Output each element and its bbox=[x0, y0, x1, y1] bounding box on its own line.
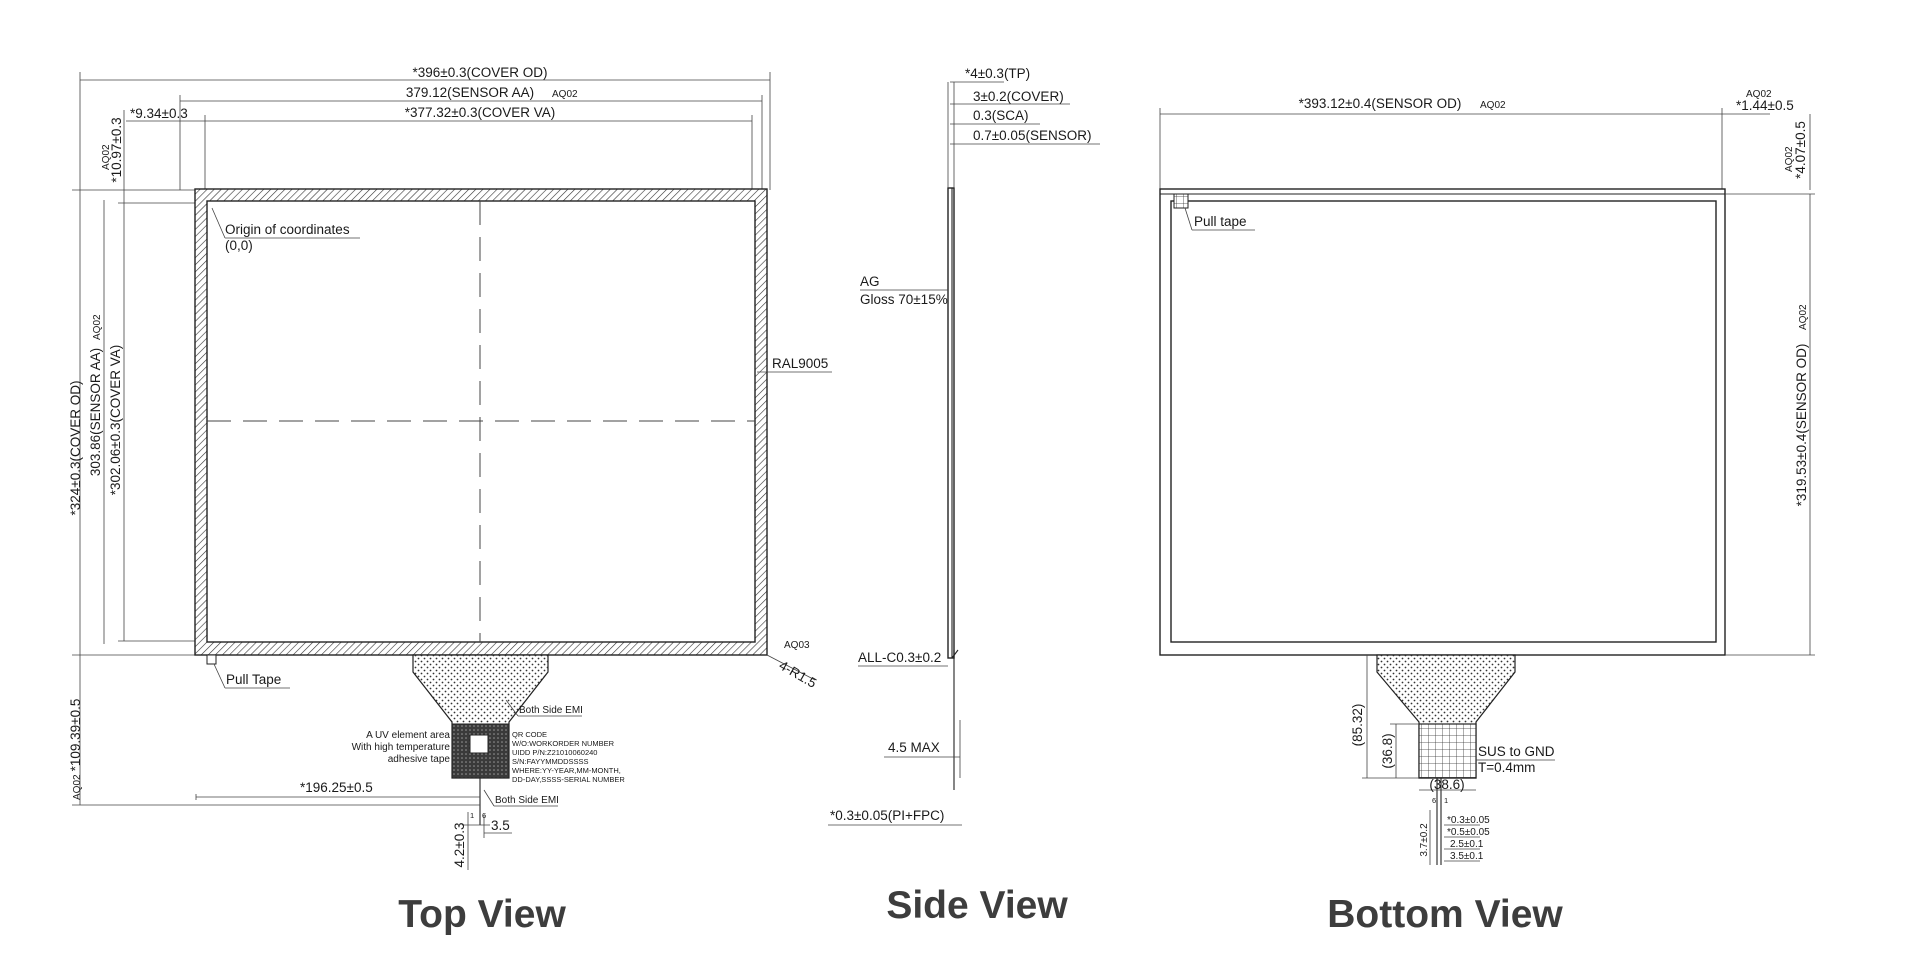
side-cover-label: 3±0.2(COVER) bbox=[973, 89, 1064, 104]
sus-stiffener bbox=[1418, 723, 1477, 779]
sensor-aa-width-label: 379.12(SENSOR AA) bbox=[406, 85, 534, 100]
sus-thickness-label: T=0.4mm bbox=[1478, 760, 1535, 775]
sensor-aa-height-label: 303.86(SENSOR AA) bbox=[88, 348, 103, 476]
side-gloss-label: Gloss 70±15% bbox=[860, 292, 948, 307]
stiffener-width-label: (38.6) bbox=[1429, 777, 1464, 792]
tail-dim-4: 3.5±0.1 bbox=[1450, 851, 1484, 862]
pull-tape-label: Pull Tape bbox=[226, 672, 281, 687]
side-panel bbox=[947, 187, 955, 659]
stiffener-height-label: (36.8) bbox=[1380, 733, 1395, 768]
bottom-pull-tape-label: Pull tape bbox=[1194, 214, 1247, 229]
bottom-sensor-area bbox=[1170, 200, 1717, 643]
top-view-title: Top View bbox=[398, 893, 566, 936]
bottom-top-offset-label: *4.07±0.5 bbox=[1793, 121, 1808, 179]
side-chamfer-label: ALL-C0.3±0.2 bbox=[858, 650, 941, 665]
qr-note-line-6: DD-DAY,SSSS-SERIAL NUMBER bbox=[512, 775, 625, 784]
bottom-edge-rev: AQ02 bbox=[1746, 89, 1772, 100]
side-view: *4±0.3(TP) 3±0.2(COVER) 0.3(SCA) 0.7±0.0… bbox=[828, 66, 1100, 927]
corner-radius-label: 4-R1.5 bbox=[777, 658, 820, 691]
cover-va-width-label: *377.32±0.3(COVER VA) bbox=[405, 105, 555, 120]
origin-value: (0,0) bbox=[225, 238, 253, 253]
side-total-label: *4±0.3(TP) bbox=[965, 66, 1030, 81]
qr-note-line-3: UIDD P/N:Z21010060240 bbox=[512, 748, 597, 757]
bottom-top-offset-rev: AQ02 bbox=[1784, 146, 1795, 172]
sus-label: SUS to GND bbox=[1478, 744, 1555, 759]
bottom-view-title: Bottom View bbox=[1327, 893, 1563, 936]
side-fpc-thickness-label: *0.3±0.05(PI+FPC) bbox=[830, 808, 944, 823]
offset-y-rev: AQ02 bbox=[101, 144, 112, 170]
uv-note-line-1: A UV element area bbox=[366, 730, 450, 741]
tail-dim-2: *0.5±0.05 bbox=[1447, 827, 1490, 838]
sensor-aa-height-rev: AQ02 bbox=[92, 314, 103, 340]
qr-note-line-5: WHERE:YY-YEAR,MM-MONTH, bbox=[512, 766, 621, 775]
fpc-tail-length-label: 4.2±0.3 bbox=[452, 823, 467, 868]
bottom-pin6-label: 6 bbox=[1432, 796, 1436, 805]
emi-upper-label: Both Side EMI bbox=[519, 705, 583, 716]
tail-length-label: 3.7±0.2 bbox=[1419, 823, 1430, 857]
sensor-od-height-label: *319.53±0.4(SENSOR OD) bbox=[1794, 344, 1809, 507]
pin1-label: 1 bbox=[470, 811, 474, 820]
side-max-height-label: 4.5 MAX bbox=[888, 740, 940, 755]
sensor-od-width-rev: AQ02 bbox=[1480, 100, 1506, 111]
bottom-view: *393.12±0.4(SENSOR OD) AQ02 AQ02 *1.44±0… bbox=[1159, 89, 1815, 936]
top-view: *396±0.3(COVER OD) 379.12(SENSOR AA) AQ0… bbox=[68, 65, 832, 936]
sensor-aa-width-rev: AQ02 bbox=[552, 89, 578, 100]
emi-lower-label: Both Side EMI bbox=[495, 795, 559, 806]
fpc-length-rev: AQ02 bbox=[72, 774, 83, 800]
side-sensor-label: 0.7±0.05(SENSOR) bbox=[973, 128, 1091, 143]
qr-note-line-2: W/O:WORKORDER NUMBER bbox=[512, 739, 615, 748]
fpc-length-label: *109.39±0.5 bbox=[68, 699, 83, 772]
origin-label: Origin of coordinates bbox=[225, 222, 350, 237]
side-ag-label: AG bbox=[860, 274, 880, 289]
cover-va-height-label: *302.06±0.3(COVER VA) bbox=[108, 345, 123, 495]
uv-note-line-2: With high temperature bbox=[352, 742, 451, 753]
pull-tape-tab bbox=[206, 654, 217, 665]
tail-dim-1: *0.3±0.05 bbox=[1447, 815, 1490, 826]
sensor-od-height-rev: AQ02 bbox=[1798, 304, 1809, 330]
bottom-pull-tape-tab bbox=[1173, 193, 1189, 209]
bezel-color-label: RAL9005 bbox=[772, 356, 828, 371]
cover-od-height-label: *324±0.3(COVER OD) bbox=[68, 381, 83, 516]
qr-note-line-1: QR CODE bbox=[512, 730, 547, 739]
fpc-height-label: (85.32) bbox=[1350, 704, 1365, 747]
side-view-title: Side View bbox=[886, 884, 1068, 927]
sensor-od-width-label: *393.12±0.4(SENSOR OD) bbox=[1299, 96, 1462, 111]
bottom-edge-label: *1.44±0.5 bbox=[1736, 98, 1794, 113]
offset-x-label: *9.34±0.3 bbox=[130, 106, 188, 121]
fpc-offset-label: *196.25±0.5 bbox=[300, 780, 373, 795]
side-sca-label: 0.3(SCA) bbox=[973, 108, 1029, 123]
tail-dim-3: 2.5±0.1 bbox=[1450, 839, 1484, 850]
corner-rev: AQ03 bbox=[784, 640, 810, 651]
qr-note-line-4: S/N:FAYYMMDDSSSS bbox=[512, 757, 589, 766]
bottom-pin1-label: 1 bbox=[1444, 796, 1448, 805]
uv-note-line-3: adhesive tape bbox=[388, 754, 451, 765]
uv-element-area bbox=[451, 723, 510, 779]
cover-od-width-label: *396±0.3(COVER OD) bbox=[413, 65, 548, 80]
pin6-label: 6 bbox=[482, 811, 486, 820]
offset-y-label: *10.97±0.3 bbox=[109, 117, 124, 182]
qr-code-icon bbox=[469, 734, 489, 754]
fpc-tail-width-label: 3.5 bbox=[491, 818, 510, 833]
